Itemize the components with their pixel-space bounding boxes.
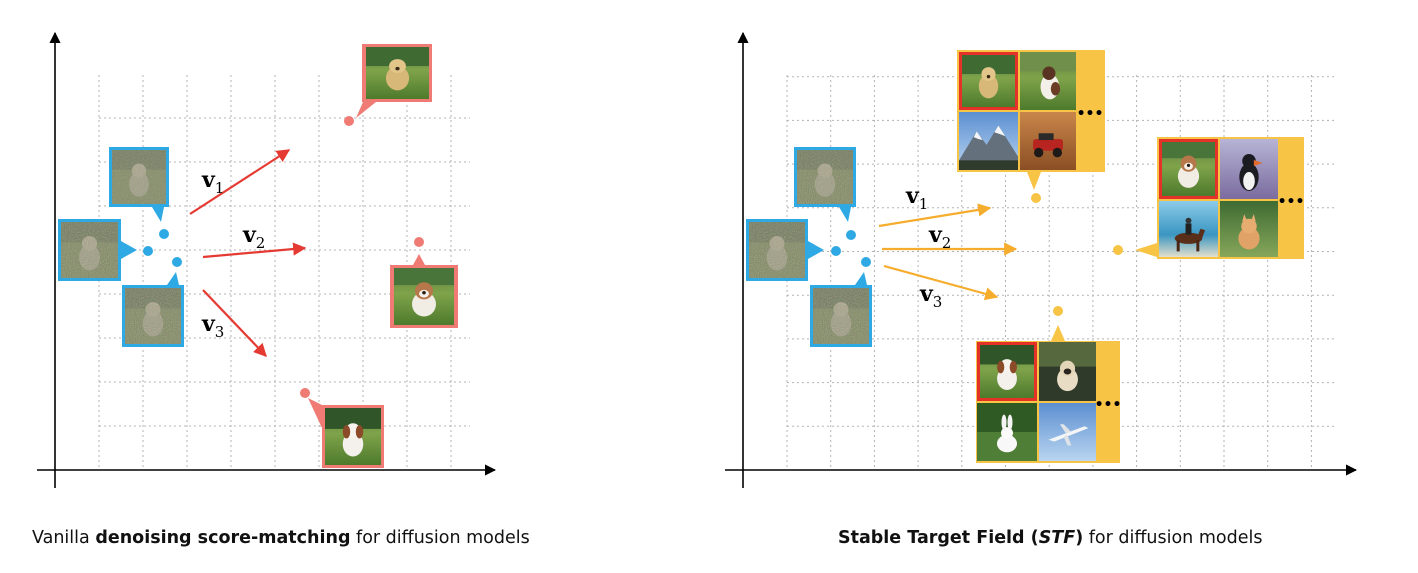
noisy-point-3-right bbox=[861, 257, 871, 267]
noisy-point-2-left bbox=[143, 246, 153, 256]
panel-vanilla-dsm: v1 v2 v3 bbox=[37, 31, 497, 488]
noisy-image-upper-left bbox=[109, 147, 169, 222]
vector-v1-right bbox=[878, 203, 992, 228]
label-v1-left: v1 bbox=[201, 167, 224, 197]
label-v1-right: v1 bbox=[905, 183, 928, 213]
panel-stf: v1 v2 v3 ••• bbox=[725, 31, 1358, 488]
label-v3-left: v3 bbox=[201, 311, 224, 341]
ellipsis-batch-bottom: ••• bbox=[1095, 397, 1122, 413]
noisy-image-left-right bbox=[746, 219, 824, 281]
ellipsis-batch-right: ••• bbox=[1278, 194, 1305, 210]
noisy-point-3-left bbox=[172, 257, 182, 267]
ellipsis-batch-top: ••• bbox=[1077, 106, 1104, 122]
noisy-point-2-right bbox=[831, 246, 841, 256]
target-bulldog-left bbox=[390, 237, 458, 328]
vector-v3-left bbox=[202, 289, 267, 357]
vector-v3-right bbox=[883, 264, 999, 301]
noisy-image-lower-left bbox=[122, 272, 184, 347]
reference-batch-bottom: ••• bbox=[976, 306, 1121, 463]
axes-right bbox=[725, 31, 1358, 488]
caption-vanilla: Vanilla denoising score-matching for dif… bbox=[32, 528, 530, 548]
reference-batch-right: ••• bbox=[1113, 137, 1304, 259]
reference-batch-top: ••• bbox=[957, 50, 1105, 203]
vector-v2-left bbox=[202, 242, 307, 259]
label-v2-left: v2 bbox=[242, 222, 265, 252]
axes-left bbox=[37, 31, 497, 488]
noisy-image-lower-right bbox=[810, 272, 872, 347]
diagram-canvas: v1 v2 v3 bbox=[37, 31, 1358, 488]
target-cavalier-left bbox=[300, 388, 384, 468]
vector-v1-left bbox=[189, 149, 291, 215]
noisy-point-1-left bbox=[159, 229, 169, 239]
label-v2-right: v2 bbox=[928, 222, 951, 252]
label-v3-right: v3 bbox=[919, 281, 942, 311]
noisy-image-left-left bbox=[58, 219, 137, 281]
caption-stf: Stable Target Field (STF) for diffusion … bbox=[838, 528, 1263, 548]
noisy-image-upper-right bbox=[794, 147, 856, 222]
target-labrador-left bbox=[344, 44, 432, 126]
noisy-point-1-right bbox=[846, 230, 856, 240]
